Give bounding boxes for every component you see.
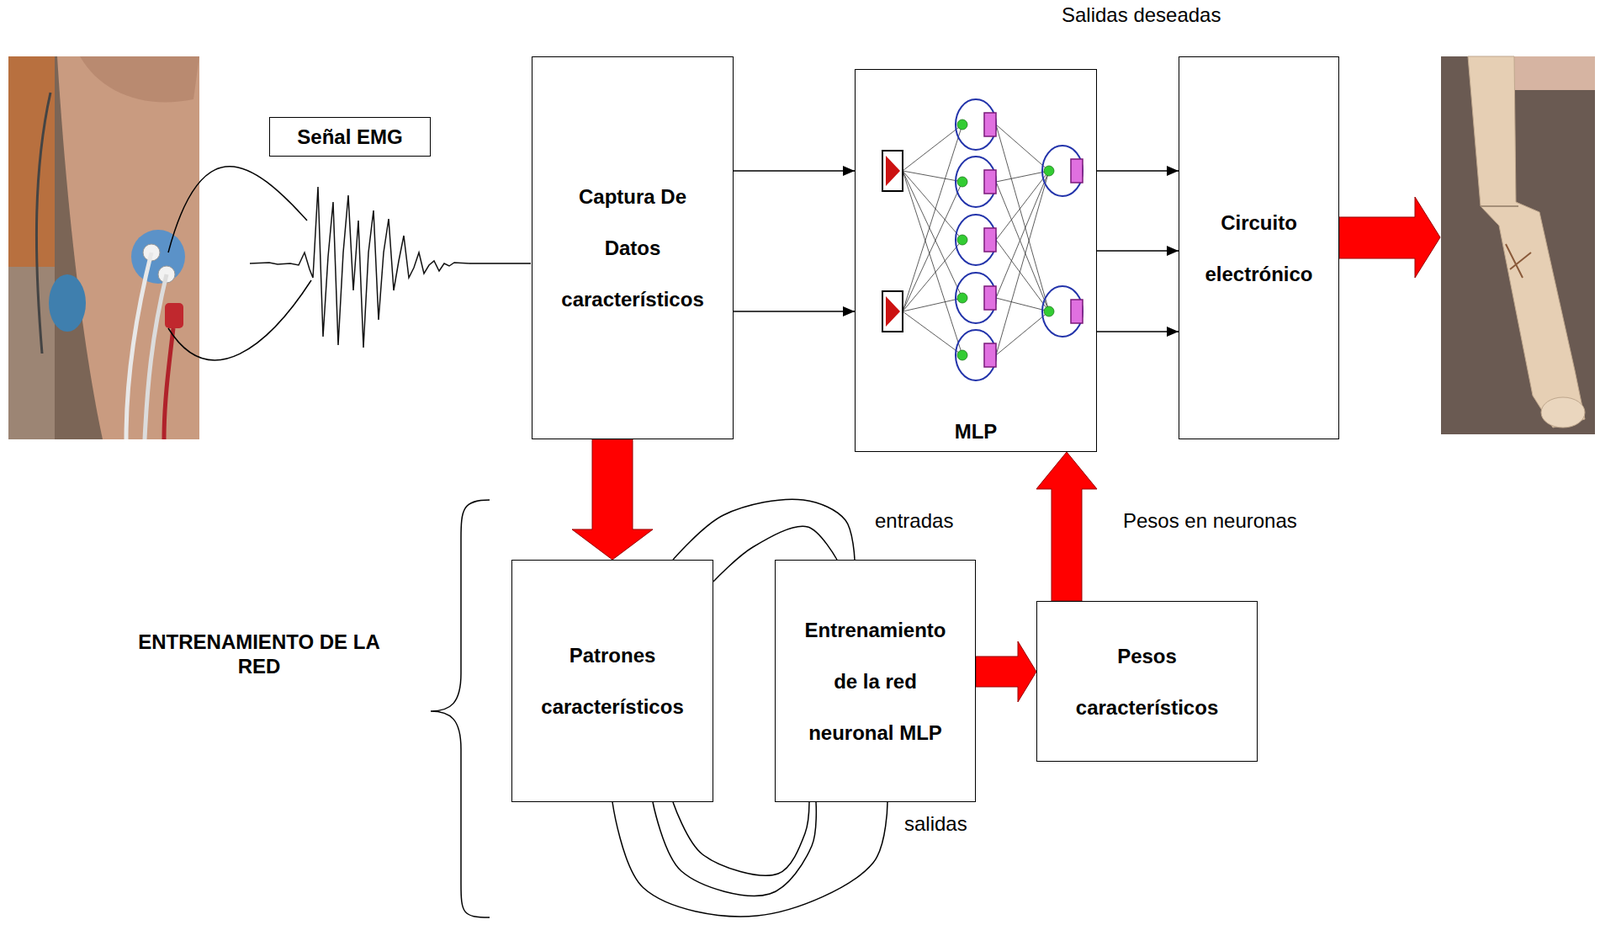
data-link xyxy=(672,498,855,560)
hidden-neurons xyxy=(957,119,1055,361)
process-box: Pesos característicos xyxy=(1036,600,1258,762)
link-note: entradas xyxy=(874,508,954,534)
signal-wire xyxy=(168,280,312,361)
arrow-connector xyxy=(1096,169,1179,172)
prosthetic-hand xyxy=(1541,397,1585,428)
arrow-connector xyxy=(733,169,855,172)
neuron-outputs xyxy=(984,112,1083,367)
signal-line xyxy=(469,262,531,265)
fist xyxy=(79,56,200,102)
node-text: MLP xyxy=(954,418,998,445)
process-box: Patrones característicos xyxy=(511,559,714,802)
arrow-connector xyxy=(733,310,855,313)
electrode-clip xyxy=(164,302,184,329)
data-link xyxy=(672,801,810,875)
node-text: Pesos característicos xyxy=(1075,630,1219,733)
block-arrow xyxy=(572,439,653,560)
mechanism xyxy=(1505,243,1532,278)
section-title: ENTRENAMIENTO DE LA RED xyxy=(120,630,398,679)
network-illustration xyxy=(882,99,1083,381)
prosthetic-arm xyxy=(1467,56,1585,428)
block-arrow xyxy=(1339,196,1441,278)
data-link xyxy=(612,801,888,917)
cable xyxy=(164,328,174,440)
data-link xyxy=(652,801,816,896)
node-text: Señal EMG xyxy=(296,124,403,150)
block-arrow xyxy=(1036,451,1097,601)
arrow-connector xyxy=(1096,330,1179,333)
input-neurons xyxy=(882,150,903,332)
output-note: Salidas deseadas xyxy=(1061,3,1221,28)
node-text: Captura De Datos característicos xyxy=(561,170,704,325)
electrode-pad xyxy=(131,229,186,284)
cable xyxy=(36,92,51,354)
brace xyxy=(430,499,490,917)
block-arrow xyxy=(975,641,1037,702)
elbow-joint xyxy=(1480,205,1519,207)
background-object xyxy=(1514,56,1595,91)
wall xyxy=(8,266,55,440)
process-box: Entrenamiento de la red neuronal MLP xyxy=(774,559,976,802)
signal-wire xyxy=(168,166,308,253)
photo-ground xyxy=(1441,56,1595,435)
link-note: salidas xyxy=(904,811,968,837)
network-box: MLP xyxy=(854,68,1097,452)
photo-ground xyxy=(8,56,200,440)
node-text: Circuito electrónico xyxy=(1204,196,1313,300)
wall xyxy=(8,56,55,267)
emg-waveform xyxy=(249,186,470,348)
process-box: Circuito electrónico xyxy=(1178,56,1340,440)
electrode-pad xyxy=(48,274,86,332)
network-links xyxy=(902,124,1050,355)
node-text: Entrenamiento de la red neuronal MLP xyxy=(795,603,956,758)
process-box: Captura De Datos característicos xyxy=(531,56,734,440)
neuron-loops xyxy=(955,99,1083,381)
node-text: Patrones característicos xyxy=(540,629,684,732)
forearm xyxy=(57,56,200,440)
arm-photo xyxy=(8,56,200,440)
prosthesis-photo xyxy=(1441,56,1595,435)
signal-box: Señal EMG xyxy=(269,116,431,157)
link-note: Pesos en neuronas xyxy=(1123,508,1298,534)
arrow-connector xyxy=(1096,249,1179,252)
